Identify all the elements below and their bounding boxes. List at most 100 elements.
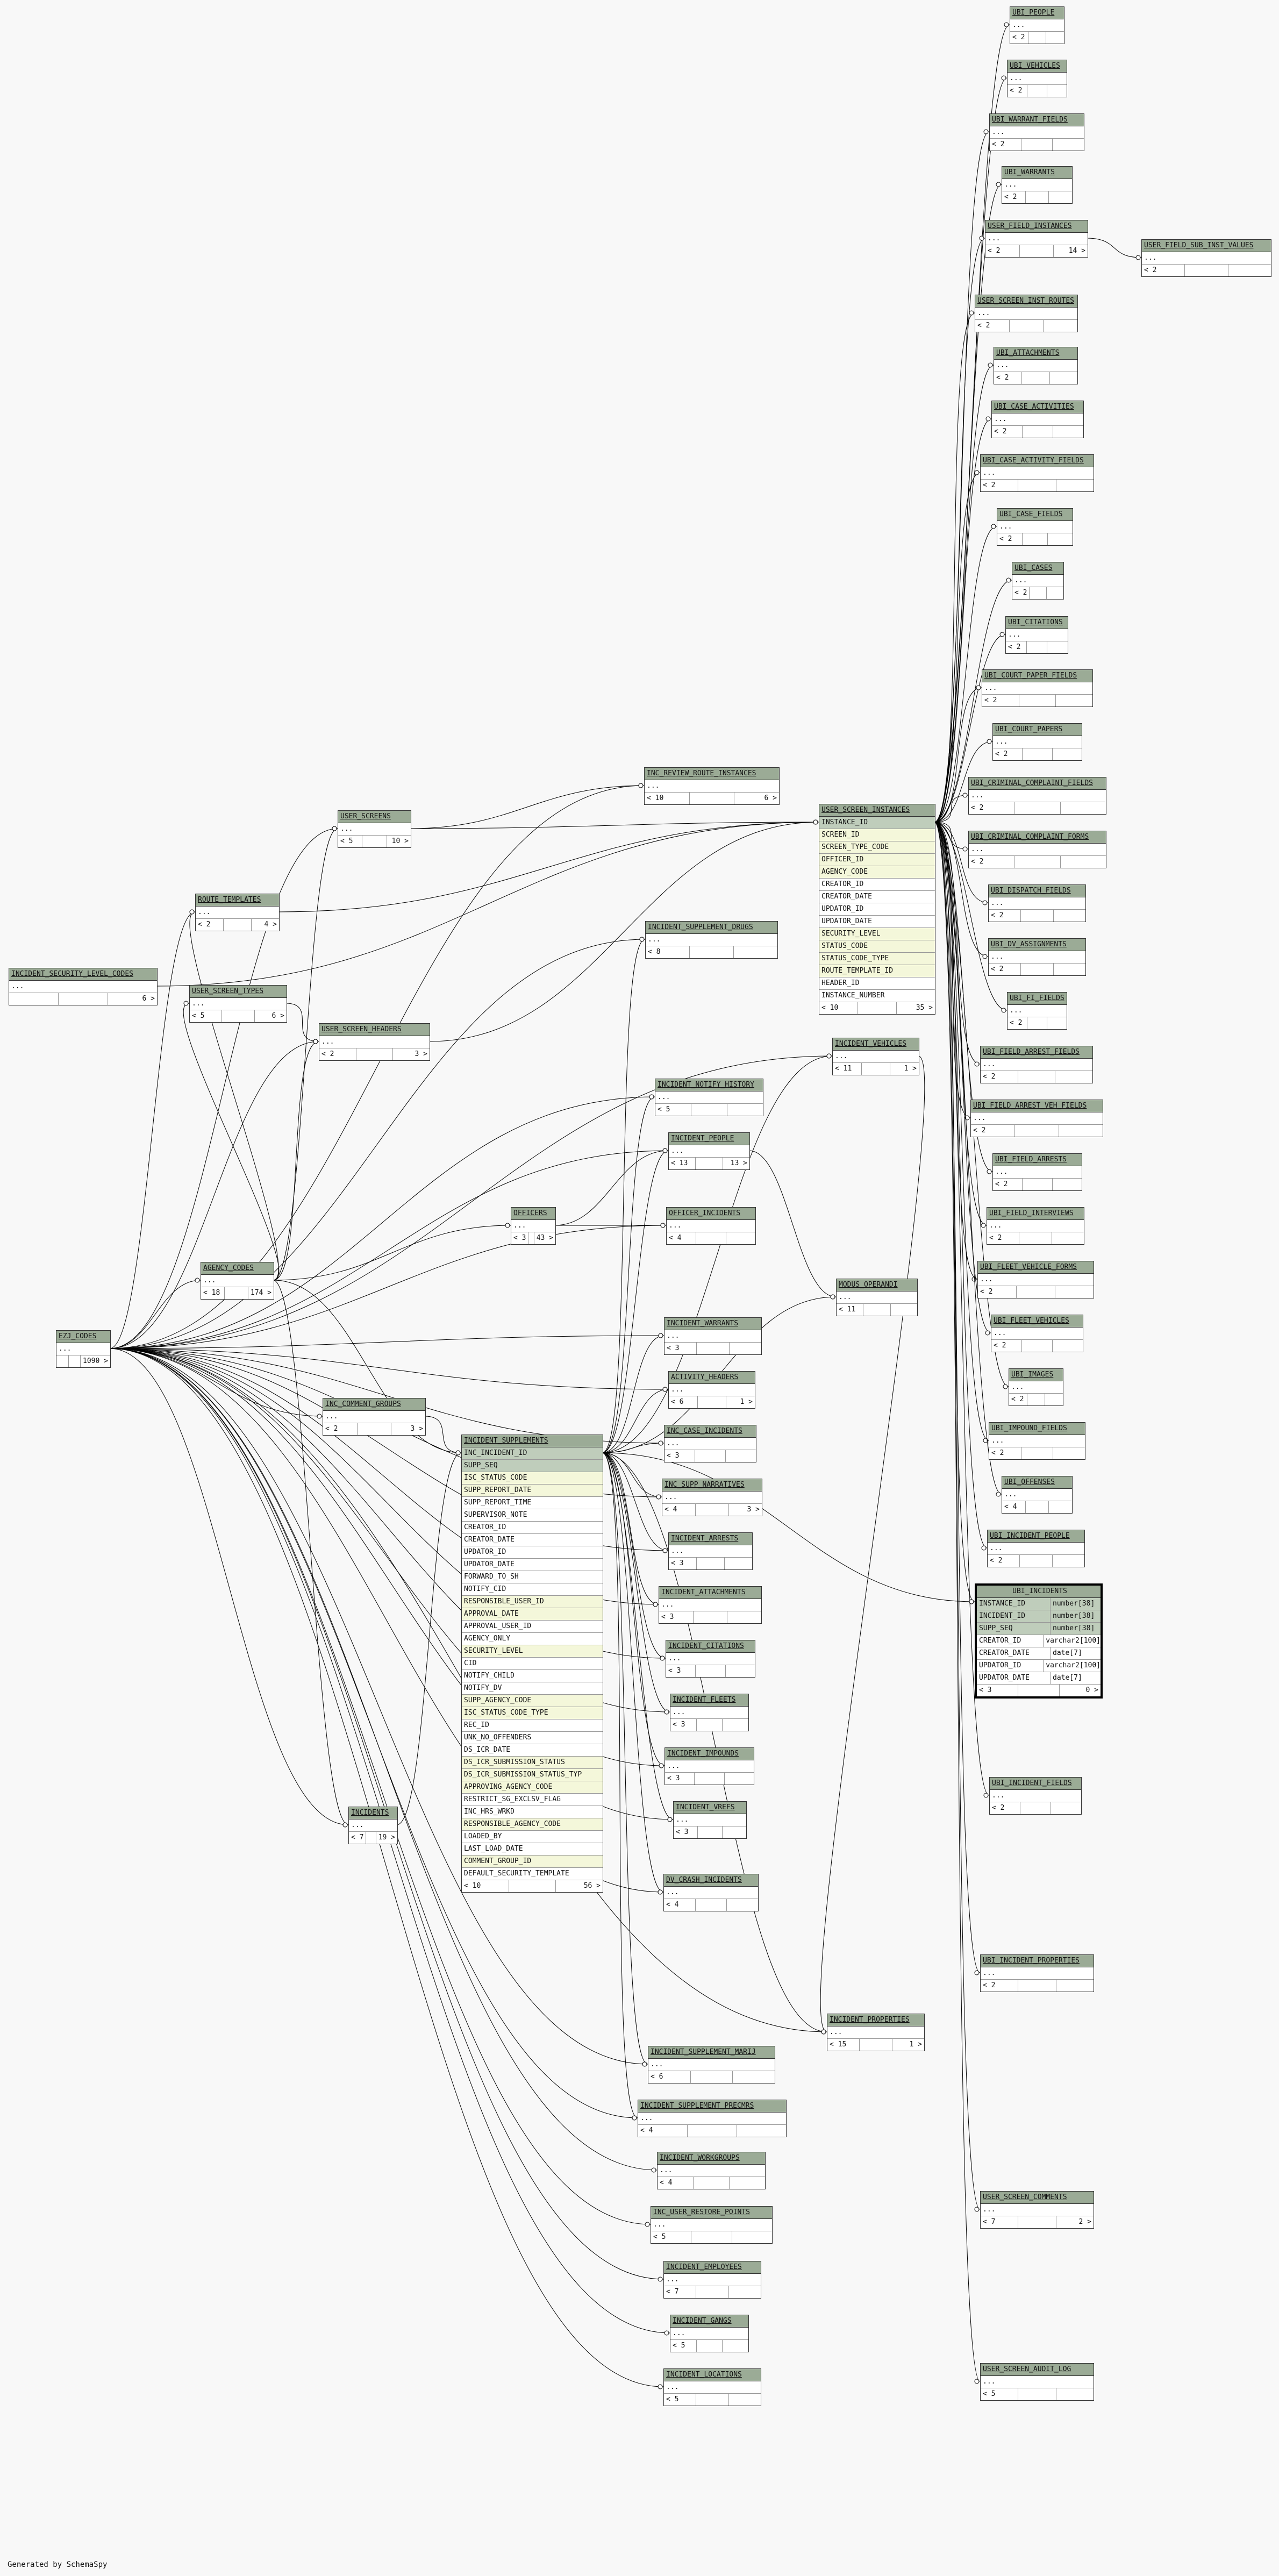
parents-count[interactable]: < 2 [323,1423,358,1435]
children-count[interactable] [1047,587,1063,599]
table-name[interactable]: UBI_ATTACHMENTS [994,347,1077,360]
table-ubi-fi-fields[interactable]: UBI_FI_FIELDS...< 2 [1007,992,1067,1030]
table-name[interactable]: UBI_DISPATCH_FIELDS [989,885,1085,897]
parents-count[interactable]: < 2 [319,1048,356,1060]
parents-count[interactable]: < 6 [669,1396,698,1408]
table-name[interactable]: INCIDENT_WARRANTS [664,1318,761,1330]
table-name[interactable]: DV_CRASH_INCIDENTS [664,1874,758,1887]
parents-count[interactable]: < 2 [990,139,1021,151]
parents-count[interactable]: < 2 [978,1286,1017,1298]
children-count[interactable]: 4 > [264,920,277,929]
table-incident-attachments[interactable]: INCIDENT_ATTACHMENTS...< 3 [659,1586,762,1624]
children-count[interactable] [1049,1501,1072,1513]
parents-count[interactable]: < 3 [669,1558,697,1569]
children-count[interactable] [729,2286,761,2298]
table-name[interactable]: UBI_FI_FIELDS [1008,993,1067,1005]
parents-count[interactable]: < 11 [833,1063,862,1075]
table-ubi-case-activities[interactable]: UBI_CASE_ACTIVITIES...< 2 [991,401,1084,438]
table-name[interactable]: UBI_FIELD_ARREST_VEH_FIELDS [971,1100,1103,1112]
parents-count[interactable]: < 7 [349,1832,367,1844]
parents-count[interactable]: < 2 [975,320,1010,332]
table-ubi-attachments[interactable]: UBI_ATTACHMENTS...< 2 [994,347,1078,384]
parents-count[interactable]: < 3 [977,1685,1018,1696]
table-name[interactable]: UBI_INCIDENT_PEOPLE [988,1530,1084,1543]
children-count[interactable] [1061,802,1106,814]
children-count[interactable]: 43 > [536,1234,553,1242]
children-count[interactable]: 6 > [271,1012,284,1020]
table-name[interactable]: UBI_FIELD_INTERVIEWS [987,1208,1084,1220]
children-count[interactable] [1053,1555,1084,1567]
children-count[interactable] [1056,480,1094,491]
table-name[interactable]: OFFICER_INCIDENTS [667,1208,755,1220]
children-count[interactable] [1051,1802,1081,1814]
table-name[interactable]: INCIDENT_ARRESTS [669,1533,752,1545]
table-name[interactable]: INCIDENT_FLEETS [670,1694,748,1707]
table-name[interactable]: USER_SCREEN_TYPES [190,986,287,998]
table-ubi-criminal-complaint-fields[interactable]: UBI_CRIMINAL_COMPLAINT_FIELDS...< 2 [968,777,1106,815]
table-name[interactable]: INCIDENT_SUPPLEMENTS [462,1435,603,1447]
parents-count[interactable]: < 13 [669,1158,696,1169]
table-name[interactable]: UBI_CRIMINAL_COMPLAINT_FORMS [969,831,1106,844]
table-ubi-impound-fields[interactable]: UBI_IMPOUND_FIELDS...< 2 [989,1422,1085,1460]
children-count[interactable] [1052,1232,1084,1244]
table-incident-supplement-precmrs[interactable]: INCIDENT_SUPPLEMENT_PRECMRS...< 4 [638,2100,787,2137]
parents-count[interactable]: < 3 [666,1665,696,1677]
parents-count[interactable]: < 15 [827,2039,860,2051]
table-name[interactable]: UBI_COURT_PAPERS [993,724,1082,736]
table-name[interactable]: UBI_CRIMINAL_COMPLAINT_FIELDS [969,777,1106,790]
parents-count[interactable]: < 2 [981,480,1019,491]
table-ubi-fleet-vehicles[interactable]: UBI_FLEET_VEHICLES...< 2 [991,1315,1083,1352]
children-count[interactable] [727,1611,761,1623]
table-incident-notify-history[interactable]: INCIDENT_NOTIFY_HISTORY...< 5 [655,1079,763,1116]
table-ubi-fleet-vehicle-forms[interactable]: UBI_FLEET_VEHICLE_FORMS...< 2 [977,1261,1094,1298]
table-ubi-people[interactable]: UBI_PEOPLE...< 2 [1010,6,1064,44]
parents-count[interactable]: < 2 [969,802,1015,814]
parents-count[interactable]: < 2 [1010,32,1028,44]
parents-count[interactable]: < 2 [997,533,1023,545]
parents-count[interactable]: < 2 [1012,587,1030,599]
table-ubi-dispatch-fields[interactable]: UBI_DISPATCH_FIELDS...< 2 [988,884,1086,922]
table-name[interactable]: INCIDENT_ATTACHMENTS [659,1587,761,1599]
children-count[interactable] [891,1304,917,1316]
table-name[interactable]: USER_SCREEN_COMMENTS [981,2192,1094,2204]
children-count[interactable]: 1 > [904,1065,917,1073]
parents-count[interactable]: < 5 [651,2231,692,2243]
table-name[interactable]: UBI_CASES [1012,562,1063,575]
table-name[interactable]: EZJ_CODES [56,1331,110,1343]
table-incident-vrefs[interactable]: INCIDENT_VREFS...< 3 [673,1801,747,1839]
table-name[interactable]: UBI_CASE_FIELDS [997,509,1073,521]
parents-count[interactable]: < 2 [971,1125,1015,1137]
children-count[interactable] [737,2125,786,2137]
table-user-screen-inst-routes[interactable]: USER_SCREEN_INST_ROUTES...< 2 [975,295,1078,332]
table-name[interactable]: UBI_FIELD_ARRESTS [993,1154,1082,1166]
table-name[interactable]: INCIDENT_SUPPLEMENT_PRECMRS [638,2100,786,2113]
children-count[interactable]: 19 > [378,1833,395,1842]
table-name[interactable]: UBI_CASE_ACTIVITY_FIELDS [981,455,1094,467]
table-name[interactable]: INCIDENT_VEHICLES [833,1038,919,1051]
children-count[interactable] [727,1104,763,1116]
children-count[interactable] [1056,1980,1094,1992]
parents-count[interactable]: < 5 [655,1104,691,1116]
table-name[interactable]: INCIDENT_NOTIFY_HISTORY [655,1079,763,1091]
table-ubi-dv-assignments[interactable]: UBI_DV_ASSIGNMENTS...< 2 [988,938,1086,976]
children-count[interactable] [1050,372,1077,384]
table-name[interactable]: INCIDENT_GANGS [670,2315,748,2328]
children-count[interactable] [725,1773,754,1785]
children-count[interactable] [727,1899,758,1911]
children-count[interactable] [1055,1071,1092,1083]
parents-count[interactable]: < 3 [670,1719,697,1731]
children-count[interactable] [1056,695,1092,707]
children-count[interactable] [723,2340,748,2352]
children-count[interactable] [1054,964,1085,975]
table-ubi-warrant-fields[interactable]: UBI_WARRANT_FIELDS...< 2 [989,113,1084,151]
table-name[interactable]: MODUS_OPERANDI [837,1279,917,1291]
parents-count[interactable]: < 2 [993,748,1023,760]
